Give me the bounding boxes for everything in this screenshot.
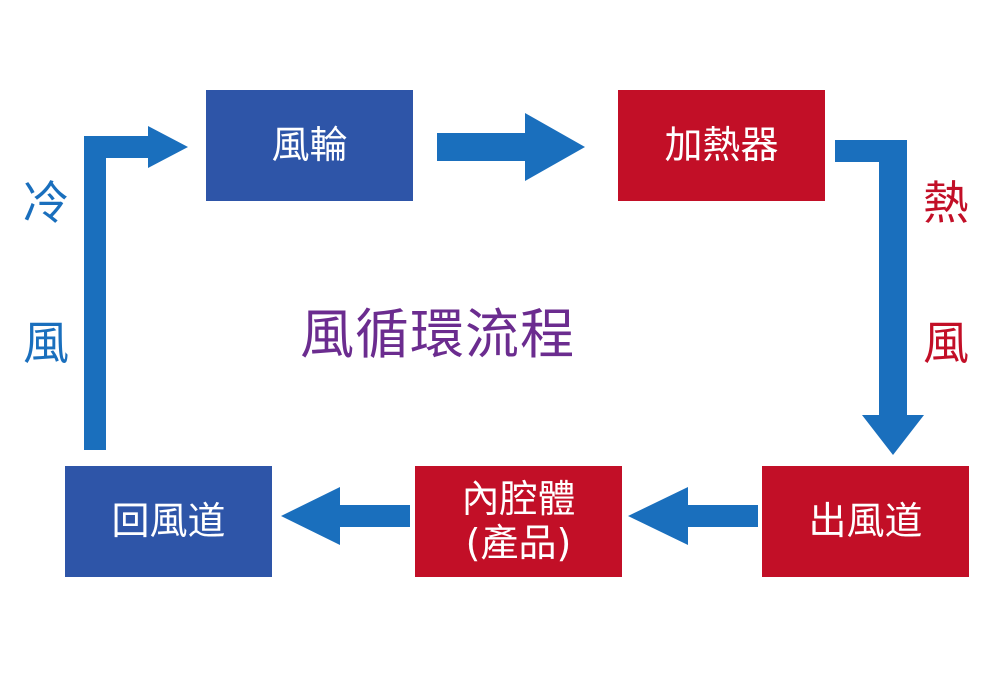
arrow-heater-to-outlet [835, 140, 924, 455]
hot-air-label-char2: 風 [923, 316, 969, 370]
arrow-outlet-to-cavity [628, 487, 758, 545]
inner-cavity-node: 內腔體 (產品) [415, 466, 622, 577]
arrow-return-to-fan [84, 126, 188, 450]
outlet-duct-node: 出風道 [762, 466, 969, 577]
diagram-title: 風循環流程 [300, 303, 575, 366]
hot-air-label-char1: 熱 [923, 176, 969, 230]
return-duct-label: 回風道 [111, 498, 226, 543]
fan-node: 風輪 [206, 90, 413, 201]
arrow-fan-to-heater [437, 113, 585, 181]
arrow-cavity-to-return [281, 487, 410, 545]
inner-cavity-label-line1: 內腔體 [461, 476, 576, 521]
heater-label: 加熱器 [664, 122, 779, 167]
heater-node: 加熱器 [618, 90, 825, 201]
fan-label: 風輪 [271, 122, 348, 167]
return-duct-node: 回風道 [65, 466, 272, 577]
outlet-duct-label: 出風道 [808, 498, 923, 543]
cold-air-label-char2: 風 [23, 316, 69, 370]
inner-cavity-label-line2: (產品) [465, 520, 572, 565]
cold-air-label-char1: 冷 [23, 176, 69, 230]
